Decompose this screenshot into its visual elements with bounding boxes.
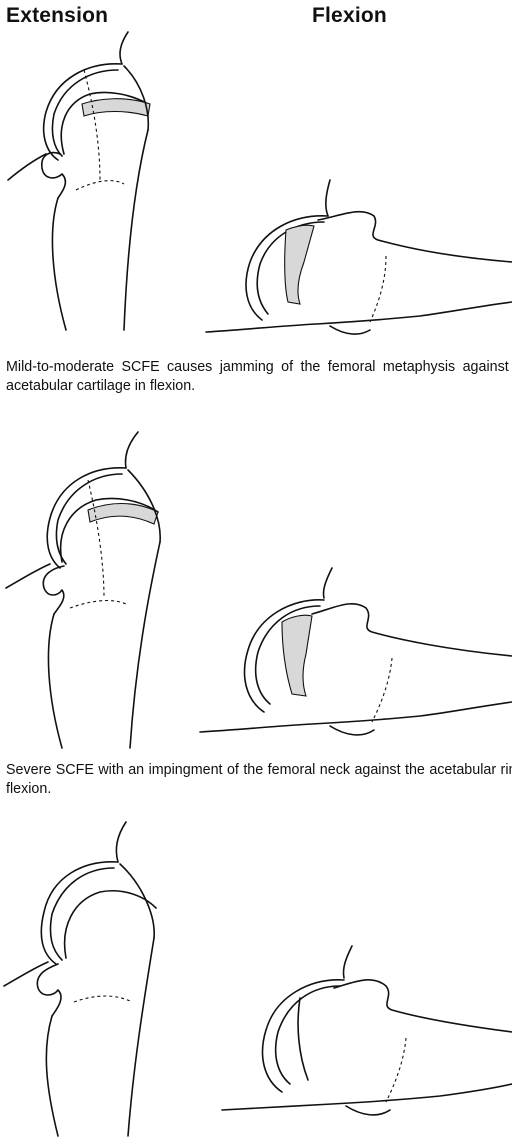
hip-extension-drawing (6, 432, 160, 748)
figure-severe-scfe (0, 418, 512, 754)
figure-mild-scfe (0, 30, 512, 350)
caption-mild-scfe: Mild-to-moderate SCFE causes jamming of … (6, 358, 512, 396)
hip-flexion-drawing (200, 568, 512, 735)
hip-extension-drawing (4, 822, 156, 1136)
figure-normal-hip (0, 818, 512, 1139)
hip-extension-drawing (8, 32, 150, 330)
flexion-header: Flexion (312, 4, 387, 28)
caption-severe-scfe: Severe SCFE with an impingment of the fe… (6, 761, 512, 799)
extension-header: Extension (6, 4, 108, 28)
hip-flexion-drawing (206, 180, 512, 334)
hip-flexion-drawing (222, 946, 512, 1115)
